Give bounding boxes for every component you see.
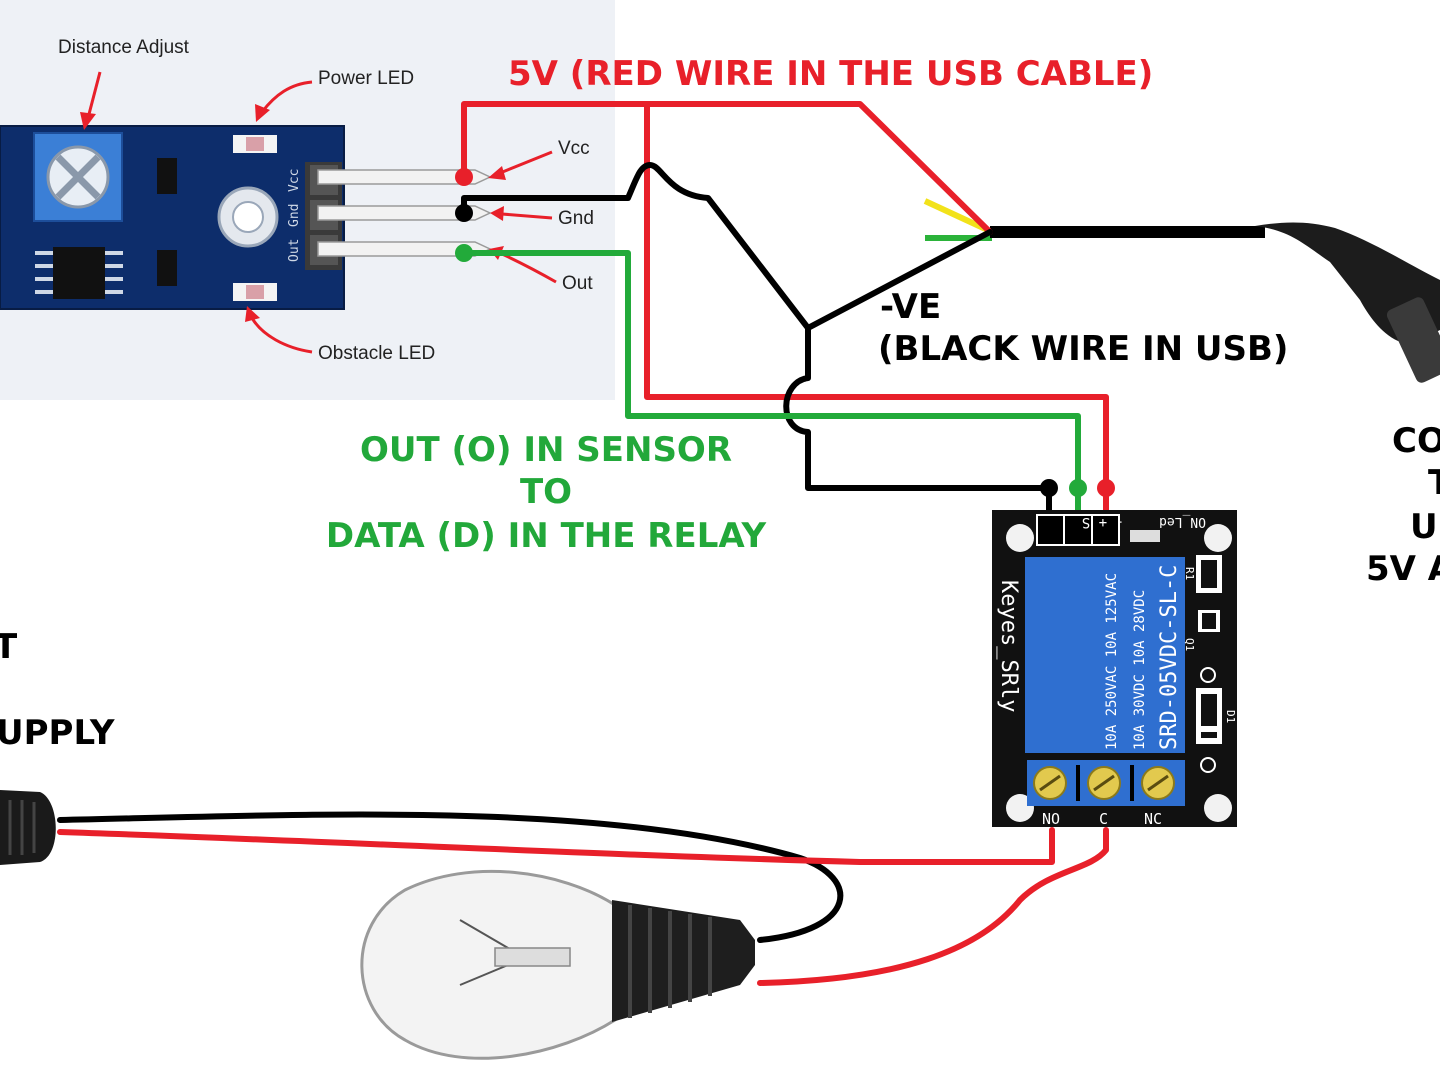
green-wire-out [461,250,1081,491]
mounting-hole [217,186,279,248]
smd-component [157,250,177,286]
callout-vcc: Vcc [558,138,590,159]
d1-label: D1 [1224,710,1237,723]
usb-plug-icon [1255,222,1440,383]
black-wire-gnd-to-relay [783,325,1052,491]
relay-rating-line-2: 10A 30VDC 10A 28VDC [1132,590,1148,750]
sensor-callouts: Distance Adjust Power LED Vcc Gnd Out Ob… [58,37,594,364]
usb-annotation-line-1: CO [1392,421,1440,461]
ir-sensor-module: Vcc Gnd Out [0,125,492,310]
potentiometer-icon [33,132,123,222]
out-annotation-line-2: TO [520,472,572,512]
usb-cable [923,198,1440,383]
wires [57,101,1115,986]
callout-obstacle-led: Obstacle LED [318,343,435,364]
relay-pin-header-label: - + S [1082,514,1124,530]
supply-annotation-line-2: UPPLY [0,713,115,753]
pin-label-vcc: Vcc [287,169,302,192]
screw-terminal-icon [1087,766,1121,800]
relay-on-led [1130,530,1160,542]
black-wire-annotation-line-2: (BLACK WIRE IN USB) [878,329,1288,369]
red-wire-5v-to-relay [644,101,1109,491]
black-wire-annotation-line-1: -VE [880,287,941,327]
screw-terminal-icon [1033,766,1067,800]
r1-label: R1 [1183,567,1196,580]
callout-gnd: Gnd [558,208,594,229]
screw-terminal-icon [1141,766,1175,800]
power-led [233,135,277,153]
usb-annotation-line-4: 5V A [1366,549,1440,589]
pin-label-out: Out [287,239,302,262]
usb-annotation-line-3: U [1410,507,1438,547]
light-bulb-icon [360,869,755,1060]
relay-module: - + S ON_Led Keyes_SRly 10A 250VAC 10A 1… [992,510,1237,828]
relay-model: SRD-05VDC-SL-C [1157,565,1182,750]
q1-label: Q1 [1183,638,1196,651]
terminal-nc-label: NC [1144,810,1162,828]
supply-red-wire [57,827,1055,865]
bulb-red-wire [757,827,1109,986]
pin-label-gnd: Gnd [287,204,302,227]
obstacle-led [233,283,277,301]
callout-power-led: Power LED [318,68,414,89]
relay-on-led-label: ON_Led [1159,514,1206,529]
red-wire-5v [461,101,993,235]
smd-component [157,158,177,194]
usb-annotation-line-2: T [1428,463,1440,503]
terminal-no-label: NO [1042,810,1060,828]
terminal-c-label: C [1099,810,1108,828]
relay-rating-line-1: 10A 250VAC 10A 125VAC [1104,573,1120,750]
callout-out: Out [562,273,593,294]
gnd-pin [317,205,492,221]
out-annotation-line-1: OUT (O) IN SENSOR [360,430,732,470]
red-wire-annotation: 5V (RED WIRE IN THE USB CABLE) [508,54,1153,94]
supply-black-wire [57,811,844,943]
black-wire-gnd [461,162,993,331]
comparator-ic [35,247,123,299]
vcc-pin [317,169,492,185]
supply-annotation-line-1: T [0,627,18,667]
dc-jack-icon [0,790,56,865]
out-annotation-line-3: DATA (D) IN THE RELAY [326,516,767,556]
callout-distance-adjust: Distance Adjust [58,37,190,58]
relay-brand: Keyes_SRly [996,580,1021,712]
relay-coil-body [1025,557,1185,753]
